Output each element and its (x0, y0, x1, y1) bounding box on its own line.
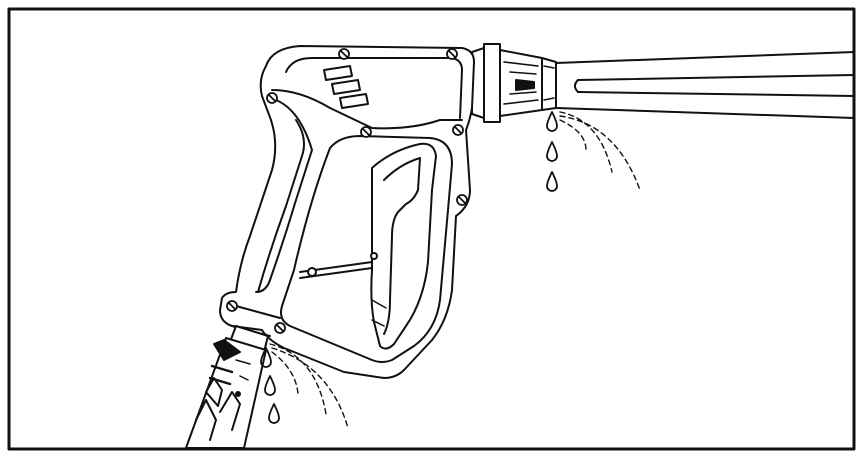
body-badges (323, 65, 369, 109)
lance-tube (555, 51, 855, 119)
lance-coupling (461, 43, 557, 123)
top-leak-spray (559, 111, 641, 191)
body-screws (226, 48, 468, 334)
top-leak-drops (546, 111, 558, 192)
hose-coupling (185, 325, 269, 449)
bottom-leak-drops (260, 347, 280, 424)
gun-body (219, 45, 475, 379)
bottom-leak-spray (269, 343, 349, 429)
frame-border (7, 7, 856, 451)
